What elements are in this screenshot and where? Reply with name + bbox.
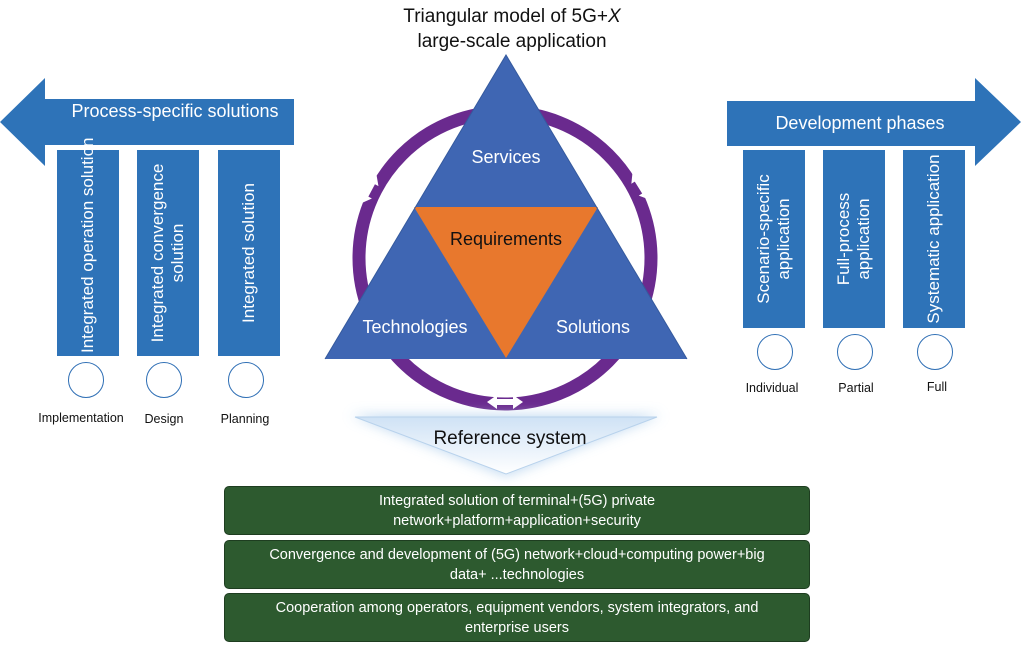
diagram-title: Triangular model of 5G+X large-scale app… — [403, 6, 621, 52]
phase-circle — [757, 334, 793, 370]
caption-planning: Planning — [220, 412, 270, 426]
left-bar-convergence: Integrated convergence solution — [137, 150, 199, 356]
reference-box-2: Convergence and development of (5G) netw… — [224, 540, 810, 589]
bar-label: Integrated convergence solution — [148, 163, 187, 343]
bar-label: Integrated solution — [239, 183, 258, 323]
left-bar-integrated: Integrated solution — [218, 150, 280, 356]
right-bar-scenario: Scenario-specific application — [743, 150, 805, 328]
reference-system-label: Reference system — [433, 428, 587, 449]
reference-box-text: Cooperation among operators, equipment v… — [275, 599, 759, 636]
caption-partial: Partial — [838, 381, 874, 395]
reference-box-3: Cooperation among operators, equipment v… — [224, 593, 810, 642]
left-arrow-label: Process-specific solutions — [71, 101, 279, 121]
triangle-services-label: Services — [471, 147, 541, 167]
bar-label: Scenario-specific application — [754, 174, 793, 304]
reference-box-1: Integrated solution of terminal+(5G) pri… — [224, 486, 810, 535]
right-bar-full-process: Full-process application — [823, 150, 885, 328]
bar-label: Full-process application — [834, 192, 873, 286]
double-arrow-icon — [359, 174, 379, 204]
left-bar-operation: Integrated operation solution — [57, 137, 119, 356]
double-arrow-icon — [631, 172, 651, 200]
requirements-triangle — [414, 207, 598, 358]
bar-label: Systematic application — [924, 154, 943, 324]
phase-circle — [837, 334, 873, 370]
caption-design: Design — [144, 412, 184, 426]
reference-box-text: Integrated solution of terminal+(5G) pri… — [378, 492, 656, 529]
reference-box-text: Convergence and development of (5G) netw… — [269, 546, 765, 583]
phase-circle — [68, 362, 104, 398]
right-bar-systematic: Systematic application — [903, 150, 965, 328]
reference-funnel — [354, 416, 658, 475]
caption-individual: Individual — [745, 381, 799, 395]
double-arrow-icon — [487, 395, 523, 409]
left-arrow-shape — [0, 78, 294, 166]
phase-circle — [228, 362, 264, 398]
bar-label: Integrated operation solution — [78, 137, 97, 354]
right-arrow-shape — [727, 78, 1021, 166]
caption-implementation: Implementation — [38, 411, 124, 425]
right-arrow-label: Development phases — [775, 113, 945, 133]
phase-circle — [917, 334, 953, 370]
phase-circle — [146, 362, 182, 398]
triangle-requirements-label: Requirements — [449, 229, 563, 249]
caption-full: Full — [926, 380, 948, 394]
triangle-solutions-label: Solutions — [555, 317, 631, 337]
triangle-technologies-label: Technologies — [362, 317, 468, 337]
